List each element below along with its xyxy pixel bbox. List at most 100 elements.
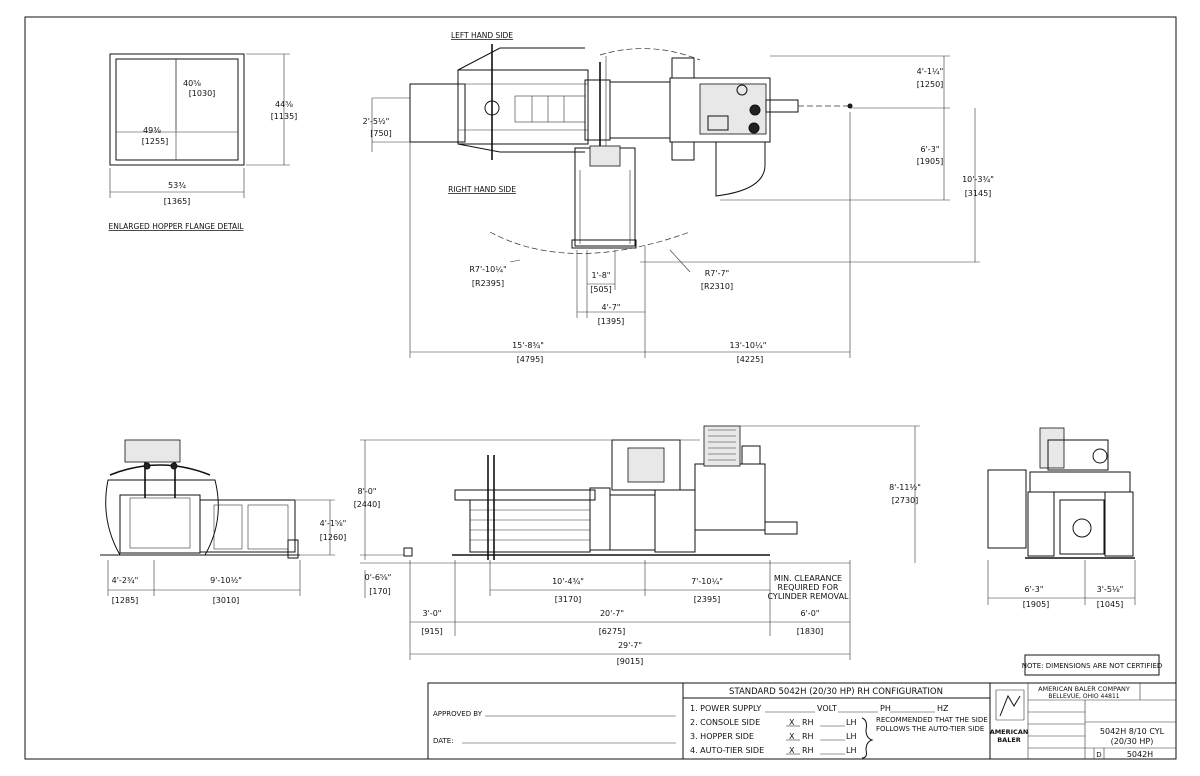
row2-x: X: [789, 718, 795, 727]
elev-s2-mm: [2395]: [694, 595, 721, 604]
plan-r1-mm: [R2395]: [472, 279, 504, 288]
elev-h-total-mm: [2440]: [354, 500, 381, 509]
elev-s6: 29'-7": [618, 641, 642, 650]
row1-hz: HZ: [937, 704, 949, 713]
left-hand-side-label: LEFT HAND SIDE: [451, 31, 513, 40]
plan-r2-mm: [R2310]: [701, 282, 733, 291]
hopper-detail-title: ENLARGED HOPPER FLANGE DETAIL: [108, 222, 244, 231]
logo-line2: BALER: [997, 736, 1021, 744]
elev-h-base: 0'-6⅝": [365, 573, 392, 582]
plan-d6: 4'-7": [602, 303, 621, 312]
elev-h-base-mm: [170]: [369, 587, 391, 596]
date-label: DATE:: [433, 737, 454, 745]
end-w1: 4'-2¾": [112, 576, 139, 585]
plan-d8: 13'-10¼": [730, 341, 767, 350]
end-w2-mm: [3010]: [213, 596, 240, 605]
plan-d7: 15'-8¾": [512, 341, 544, 350]
row4-label: 4. AUTO-TIER SIDE: [690, 746, 764, 755]
elev-s6-mm: [9015]: [617, 657, 644, 666]
flange-inner-w-mm: [1255]: [142, 137, 169, 146]
plan-d3-mm: [1905]: [917, 157, 944, 166]
plan-d7-mm: [4795]: [517, 355, 544, 364]
title-block: [427, 682, 1177, 760]
side-w2-mm: [1045]: [1097, 600, 1124, 609]
side-w1-mm: [1905]: [1023, 600, 1050, 609]
row3-lh: LH: [846, 732, 856, 741]
right-hand-side-label: RIGHT HAND SIDE: [448, 185, 516, 194]
row3-x: X: [789, 732, 795, 741]
row1-label: 1. POWER SUPPLY: [690, 704, 761, 713]
end-h1: 4'-1⅝": [320, 519, 347, 528]
logo-line1: AMERICAN: [990, 728, 1029, 736]
side-w2: 3'-5⅛": [1097, 585, 1124, 594]
plan-d6-mm: [1395]: [598, 317, 625, 326]
plan-view: [371, 44, 980, 358]
recommend-note: RECOMMENDED THAT THE SIDE FOLLOWS THE AU…: [876, 716, 988, 733]
flange-outer-w-mm: [1365]: [164, 197, 191, 206]
elev-s1: 10'-4¾": [552, 577, 584, 586]
elev-s5-mm: [1830]: [797, 627, 824, 636]
row1-volt: VOLT: [817, 704, 837, 713]
config-heading: STANDARD 5042H (20/30 HP) RH CONFIGURATI…: [729, 687, 943, 697]
right-side-view: [987, 427, 1136, 605]
recommend-fo: RECOMMENDED THAT THE SIDE FOLLOWS THE AU…: [876, 716, 988, 733]
row2-lh: LH: [846, 718, 856, 727]
flange-inner-w: 49⅜: [143, 126, 161, 135]
elev-s1-mm: [3170]: [555, 595, 582, 604]
row2-rh: RH: [802, 718, 814, 727]
row4-lh: LH: [846, 746, 856, 755]
row1-ph: PH: [880, 704, 891, 713]
company-city: BELLEVUE, OHIO 44811: [1048, 693, 1119, 700]
flange-outer-h-mm: [1135]: [271, 112, 298, 121]
row3-rh: RH: [802, 732, 814, 741]
row4-rh: RH: [802, 746, 814, 755]
elev-clearance-note: MIN. CLEARANCE REQUIRED FOR CYLINDER REM…: [767, 574, 849, 601]
flange-outer-h: 44⅝: [275, 100, 293, 109]
plan-d1: 2'-5½": [363, 117, 390, 126]
end-h1-mm: [1260]: [320, 533, 347, 542]
elev-s5: 6'-0": [801, 609, 820, 618]
flange-inner-h: 40⅝: [183, 79, 201, 88]
elev-clearance-fo: MIN. CLEARANCE REQUIRED FOR CYLINDER REM…: [767, 574, 849, 601]
model-desc-1: 5042H 8/10 CYL: [1100, 727, 1165, 736]
plan-d5-mm: [505]: [590, 285, 612, 294]
end-w1-mm: [1285]: [112, 596, 139, 605]
approved-by-label: APPROVED BY: [433, 710, 483, 718]
elev-h-total: 8'-0": [358, 487, 377, 496]
row2-label: 2. CONSOLE SIDE: [690, 718, 760, 727]
row4-x: X: [789, 746, 795, 755]
note-text: NOTE: DIMENSIONS ARE NOT CERTIFIED: [1022, 662, 1163, 670]
sheet-size: D: [1096, 751, 1101, 759]
plan-d2: 4'-1¼": [917, 67, 944, 76]
dwg-number: 5042H: [1127, 750, 1153, 759]
row3-label: 3. HOPPER SIDE: [690, 732, 754, 741]
plan-d3: 6'-3": [921, 145, 940, 154]
model-desc-2: (20/30 HP): [1111, 737, 1154, 746]
elev-s4-mm: [6275]: [599, 627, 626, 636]
flange-outer-w: 53¾: [168, 181, 186, 190]
elev-s4: 20'-7": [600, 609, 624, 618]
side-w1: 6'-3": [1025, 585, 1044, 594]
plan-d8-mm: [4225]: [737, 355, 764, 364]
elev-h-right-mm: [2730]: [892, 496, 919, 505]
plan-d1-mm: [750]: [370, 129, 392, 138]
plan-d2-mm: [1250]: [917, 80, 944, 89]
company-name: AMERICAN BALER COMPANY: [1038, 685, 1130, 693]
elev-h-right: 8'-11½": [889, 483, 921, 492]
elev-s3: 3'-0": [423, 609, 442, 618]
side-elevation: [360, 425, 920, 660]
plan-r2: R7'-7": [705, 269, 730, 278]
elev-s2: 7'-10¼": [691, 577, 723, 586]
plan-d4: 10'-3¾": [962, 175, 994, 184]
plan-r1: R7'-10¼": [469, 265, 506, 274]
plan-d4-mm: [3145]: [965, 189, 992, 198]
end-w2: 9'-10½": [210, 576, 242, 585]
note-box: [1024, 654, 1160, 676]
plan-d5: 1'-8": [592, 271, 611, 280]
hopper-flange-detail: [109, 53, 290, 198]
end-view: [100, 439, 335, 596]
elev-s3-mm: [915]: [421, 627, 443, 636]
flange-inner-h-mm: [1030]: [189, 89, 216, 98]
